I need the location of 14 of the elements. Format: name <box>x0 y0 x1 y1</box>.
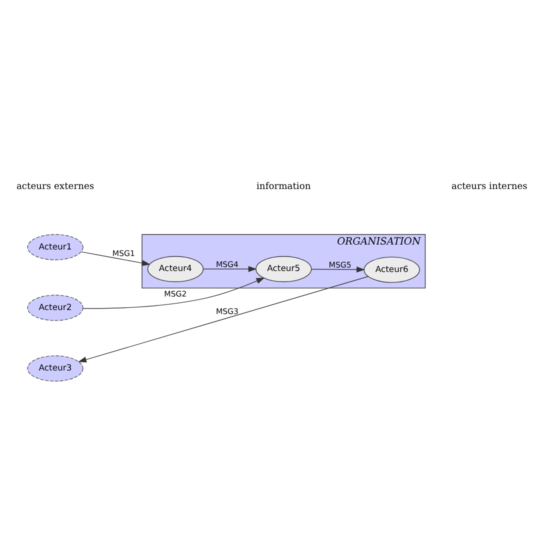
node-ellipse: Acteur1 <box>27 234 84 260</box>
label: acteurs externes <box>16 180 94 192</box>
arrow <box>82 278 265 309</box>
arrow <box>311 266 366 272</box>
node-ellipse: Acteur4 <box>147 256 204 282</box>
node-ellipse: Acteur5 <box>256 256 312 282</box>
arrow <box>78 276 368 362</box>
arrow <box>80 251 150 266</box>
node-ellipse: Acteur2 <box>27 294 84 321</box>
label: information <box>256 180 311 192</box>
node-ellipse: Acteur6 <box>364 256 420 283</box>
arrow <box>203 266 257 272</box>
node-ellipse: Acteur3 <box>27 355 84 382</box>
label: acteurs internes <box>451 180 528 192</box>
